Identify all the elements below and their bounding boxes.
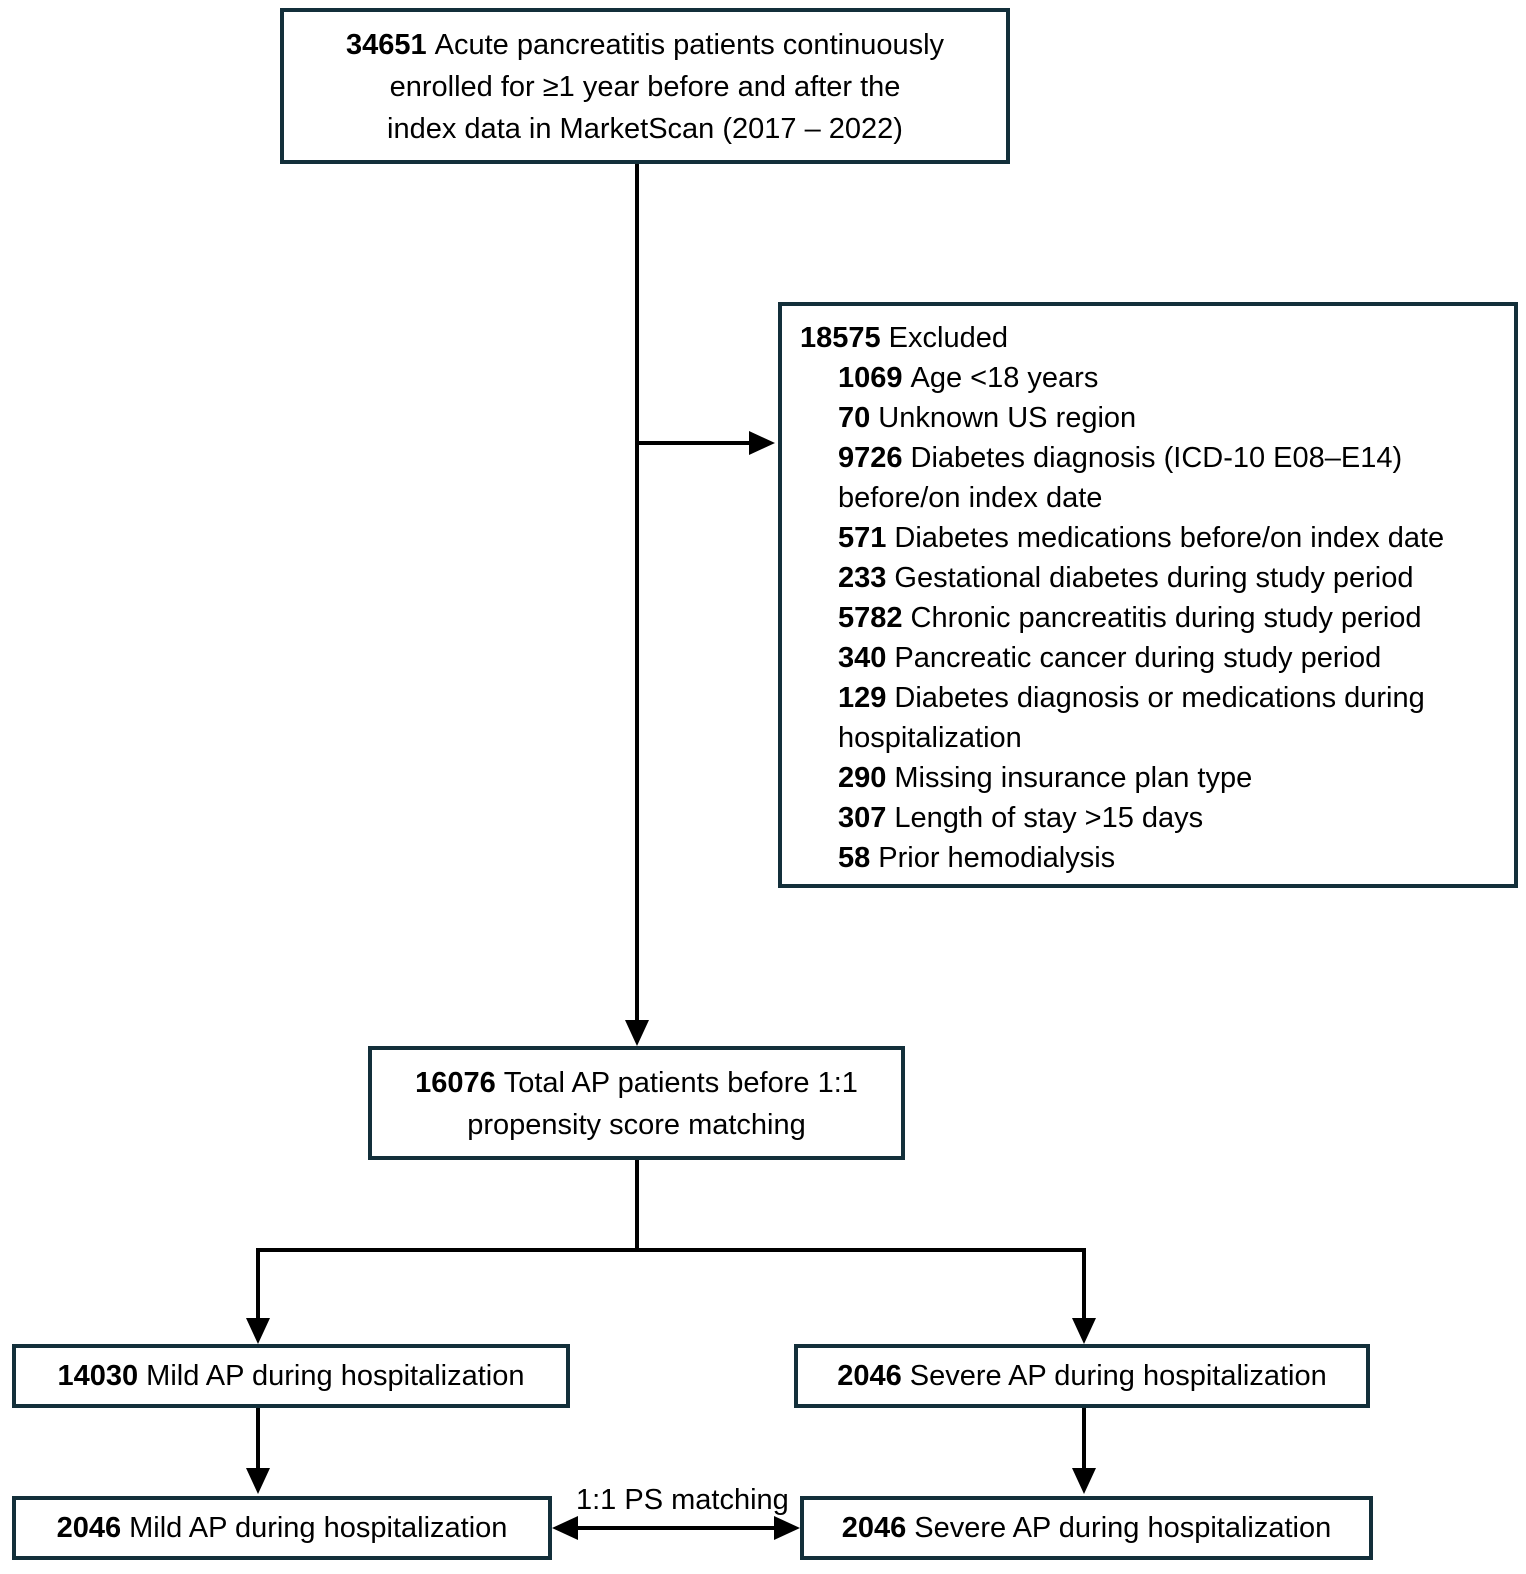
connector-split-left bbox=[256, 1248, 260, 1320]
connector-enrolled-to-total bbox=[635, 164, 639, 1022]
ps-matching-label: 1:1 PS matching bbox=[576, 1484, 789, 1516]
arrowhead-down-severe-icon bbox=[1072, 1318, 1096, 1344]
excluded-count: 18575 bbox=[800, 322, 881, 354]
arrowhead-right-excluded-icon bbox=[749, 431, 775, 455]
connector-mild-down bbox=[256, 1408, 260, 1470]
severe-unmatched-count: 2046 bbox=[837, 1359, 902, 1392]
arrowhead-down-mild-icon bbox=[246, 1318, 270, 1344]
connector-severe-down bbox=[1082, 1408, 1086, 1470]
severe-unmatched-text: Severe AP during hospitalization bbox=[909, 1359, 1327, 1392]
connector-ps-matching bbox=[578, 1526, 774, 1530]
exclusion-item-continuation: hospitalization bbox=[838, 722, 1022, 754]
arrowhead-down-severe-matched-icon bbox=[1072, 1468, 1096, 1494]
severe-matched-count: 2046 bbox=[841, 1511, 907, 1544]
exclusion-item-continuation: before/on index date bbox=[838, 482, 1103, 514]
connector-total-down bbox=[635, 1160, 639, 1250]
total-count: 16076 bbox=[415, 1067, 496, 1099]
enrolled-text-2: enrolled for ≥1 year before and after th… bbox=[389, 71, 901, 103]
mild-unmatched-text: Mild AP during hospitalization bbox=[146, 1359, 525, 1392]
enrolled-count: 34651 bbox=[345, 29, 427, 61]
enrolled-text-3: index data in MarketScan (2017 – 2022) bbox=[387, 113, 903, 145]
mild-matched-text: Mild AP during hospitalization bbox=[129, 1511, 508, 1544]
enrolled-text-1: Acute pancreatitis patients continuously bbox=[434, 29, 945, 61]
total-text-2: propensity score matching bbox=[467, 1109, 806, 1141]
excluded-label: Excluded bbox=[888, 322, 1008, 354]
arrowhead-left-ps-icon bbox=[552, 1516, 578, 1540]
severe-matched-text: Severe AP during hospitalization bbox=[914, 1511, 1332, 1544]
arrowhead-down-mild-matched-icon bbox=[246, 1468, 270, 1494]
connector-to-excluded bbox=[637, 441, 751, 445]
arrowhead-down-total-icon bbox=[625, 1020, 649, 1046]
mild-unmatched-count: 14030 bbox=[57, 1359, 139, 1392]
mild-matched-count: 2046 bbox=[56, 1511, 122, 1544]
arrowhead-right-ps-icon bbox=[774, 1516, 800, 1540]
total-text-1: Total AP patients before 1:1 bbox=[503, 1067, 858, 1099]
connector-split-right bbox=[1082, 1248, 1086, 1320]
connector-split-horizontal bbox=[256, 1248, 1086, 1252]
